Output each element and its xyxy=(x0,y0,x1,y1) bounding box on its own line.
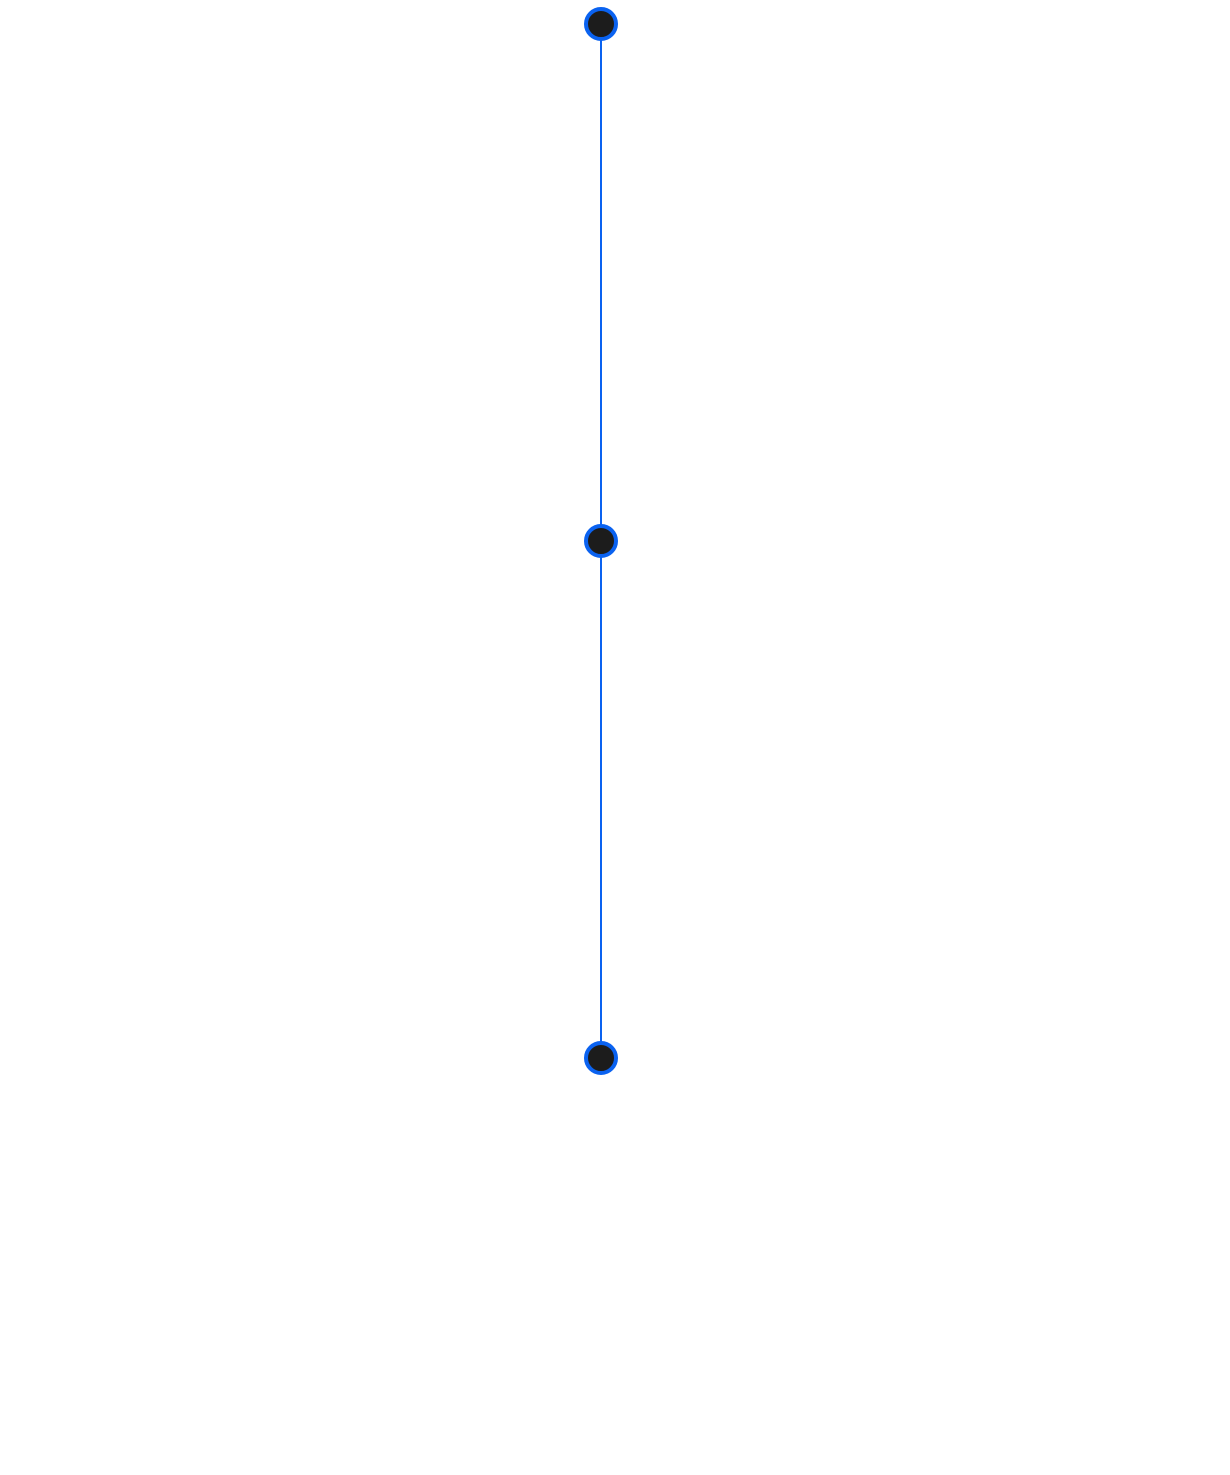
timeline-node-icon[interactable] xyxy=(584,1041,618,1075)
timeline-connector-line xyxy=(600,541,602,1058)
timeline-node-icon[interactable] xyxy=(584,7,618,41)
timeline-connector-line xyxy=(600,24,602,541)
timeline-node-icon[interactable] xyxy=(584,524,618,558)
